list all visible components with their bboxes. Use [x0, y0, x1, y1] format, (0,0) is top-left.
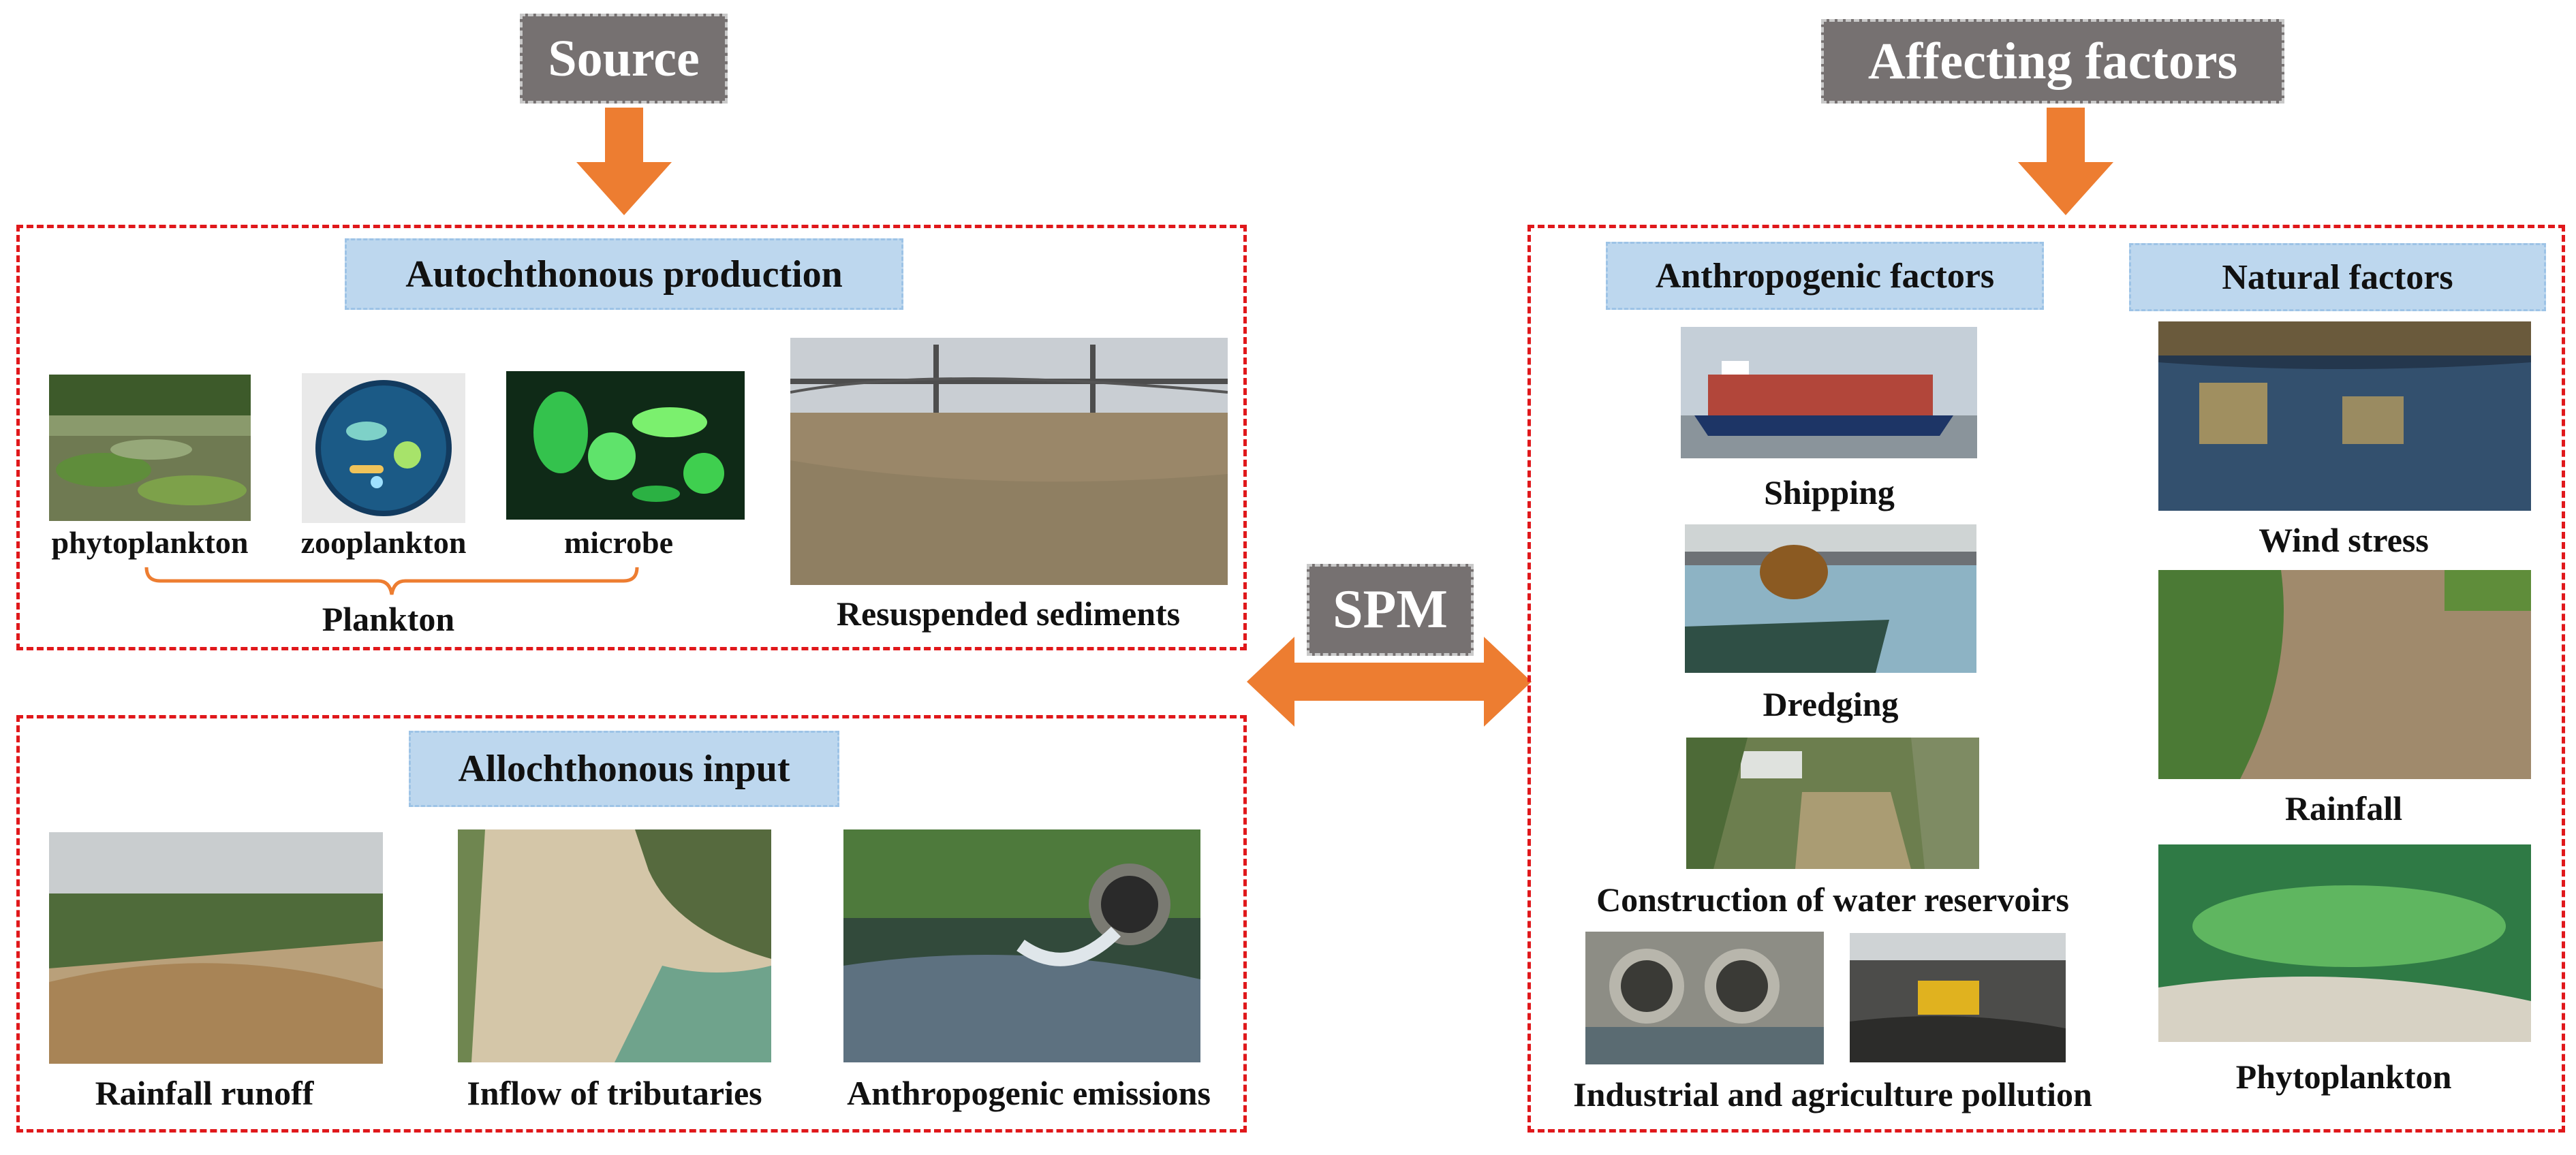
- rainfall-caption: Rainfall: [2284, 789, 2403, 827]
- inflow-tributaries-caption: Inflow of tributaries: [467, 1074, 762, 1112]
- spm-label-text: SPM: [1333, 580, 1448, 639]
- water-reservoirs-caption: Construction of water reservoirs: [1596, 881, 2069, 919]
- plankton-group-caption: Plankton: [322, 600, 455, 638]
- allochthonous-title-text: Allochthonous input: [458, 748, 790, 790]
- phytoplankton-caption: phytoplankton: [51, 525, 249, 560]
- resuspended-sediments-caption: Resuspended sediments: [836, 595, 1181, 633]
- shipping-caption: Shipping: [1764, 473, 1895, 511]
- anthropogenic-factors-title-text: Anthropogenic factors: [1655, 256, 1995, 296]
- shipping-image: [1681, 327, 1977, 458]
- affecting-factors-label-text: Affecting factors: [1867, 32, 2238, 90]
- source-label: Source: [520, 14, 728, 104]
- wind-stress-image: [2158, 321, 2531, 511]
- phytoplankton-factor-caption: Phytoplankton: [2235, 1058, 2452, 1096]
- affecting-down-arrow-icon: [2018, 108, 2113, 215]
- water-reservoirs-image: [1686, 738, 1979, 869]
- dredging-caption: Dredging: [1763, 685, 1899, 723]
- phytoplankton-image: [49, 375, 251, 521]
- industrial-pollution-image: [1585, 932, 1824, 1064]
- plankton-brace: [143, 564, 640, 598]
- anthropogenic-emissions-image: [843, 829, 1200, 1062]
- double-arrow-icon: [1247, 637, 1532, 727]
- inflow-tributaries-image: [458, 829, 771, 1062]
- microbe-caption: microbe: [563, 525, 674, 560]
- natural-factors-title: Natural factors: [2129, 243, 2546, 311]
- source-label-text: Source: [548, 29, 700, 87]
- autochthonous-title-text: Autochthonous production: [405, 253, 843, 296]
- industrial-agriculture-pollution-caption: Industrial and agriculture pollution: [1573, 1075, 2092, 1113]
- allochthonous-box: [16, 715, 1247, 1133]
- natural-factors-title-text: Natural factors: [2222, 257, 2453, 297]
- phytoplankton-bloom-image: [2158, 844, 2531, 1042]
- affecting-factors-label: Affecting factors: [1821, 19, 2284, 104]
- autochthonous-box: [16, 225, 1247, 650]
- autochthonous-title: Autochthonous production: [345, 238, 903, 310]
- anthropogenic-emissions-caption: Anthropogenic emissions: [847, 1074, 1211, 1112]
- zooplankton-image: [302, 373, 465, 523]
- microbe-image: [506, 371, 745, 520]
- anthropogenic-factors-title: Anthropogenic factors: [1606, 242, 2044, 310]
- source-down-arrow-icon: [576, 108, 672, 215]
- rainfall-runoff-image: [49, 832, 383, 1064]
- rainfall-runoff-caption: Rainfall runoff: [95, 1074, 314, 1112]
- dredging-image: [1685, 524, 1976, 673]
- rainfall-image: [2158, 570, 2531, 779]
- spm-label: SPM: [1307, 564, 1474, 656]
- wind-stress-caption: Wind stress: [2259, 521, 2429, 559]
- agriculture-pollution-image: [1850, 933, 2066, 1062]
- allochthonous-title: Allochthonous input: [409, 731, 839, 807]
- resuspended-sediments-image: [790, 338, 1228, 585]
- zooplankton-caption: zooplankton: [300, 525, 467, 560]
- factors-box: [1527, 225, 2565, 1133]
